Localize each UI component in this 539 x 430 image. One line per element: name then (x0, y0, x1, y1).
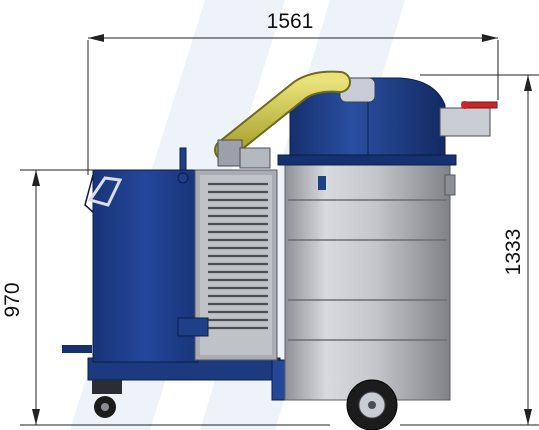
width-dimension-label: 1561 (267, 10, 314, 33)
dimension-width (87, 34, 499, 175)
left-height-dimension-label: 970 (1, 282, 24, 317)
suction-hose (214, 70, 351, 169)
right-height-dimension-label: 1333 (502, 229, 525, 276)
filter-panel (177, 169, 278, 361)
dimension-right-height (400, 74, 539, 426)
wheel-icon (92, 379, 398, 430)
valve-handle-icon (439, 101, 498, 137)
collection-tank (284, 159, 456, 401)
